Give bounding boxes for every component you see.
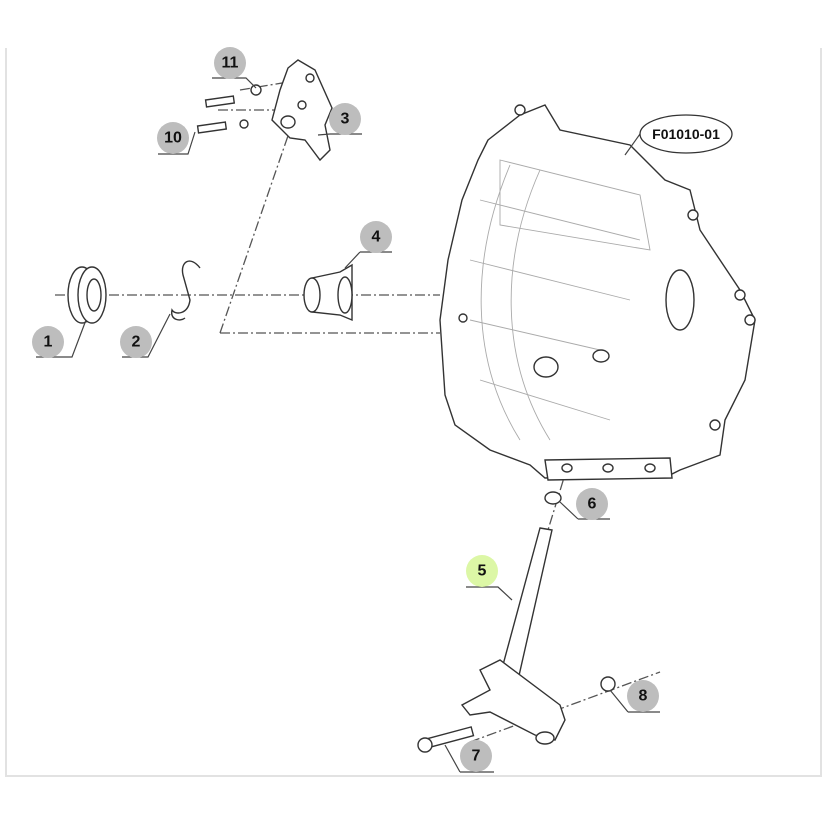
callout-7[interactable]: 7 <box>460 740 492 772</box>
washer-part-6 <box>544 491 562 505</box>
svg-text:7: 7 <box>472 748 481 765</box>
callout-8[interactable]: 8 <box>627 680 659 712</box>
nut-part-8 <box>600 676 616 692</box>
callout-1[interactable]: 1 <box>32 326 64 358</box>
bolt-part-11 <box>204 84 262 108</box>
bearing-part-4 <box>303 263 353 322</box>
figure-id-label: F01010-01 <box>639 114 733 154</box>
diagram-frame <box>5 48 822 777</box>
svg-text:6: 6 <box>588 496 597 513</box>
svg-text:11: 11 <box>222 55 239 72</box>
svg-text:4: 4 <box>372 229 381 246</box>
callout-3[interactable]: 3 <box>329 103 361 135</box>
callout-11[interactable]: 11 <box>214 47 246 79</box>
spring-clip-part-2 <box>171 260 201 321</box>
svg-text:3: 3 <box>341 111 350 128</box>
callout-5[interactable]: 5 <box>466 555 498 587</box>
svg-text:10: 10 <box>164 130 182 147</box>
svg-text:5: 5 <box>478 563 487 580</box>
centerline-fork <box>219 129 440 334</box>
shift-shaft-part-5 <box>460 527 566 745</box>
centerline-bolt <box>469 671 661 743</box>
callout-6[interactable]: 6 <box>576 488 608 520</box>
callout-2[interactable]: 2 <box>120 326 152 358</box>
svg-text:F01010-01: F01010-01 <box>652 126 720 142</box>
seal-part-1 <box>67 266 107 324</box>
callout-4[interactable]: 4 <box>360 221 392 253</box>
svg-text:2: 2 <box>132 334 141 351</box>
callout-10[interactable]: 10 <box>157 122 189 154</box>
svg-text:1: 1 <box>44 334 53 351</box>
bolt-part-10 <box>196 119 249 134</box>
transmission-housing <box>439 104 756 481</box>
bracket-part-3 <box>271 59 333 162</box>
svg-text:8: 8 <box>639 688 648 705</box>
bolt-part-7 <box>417 726 475 753</box>
